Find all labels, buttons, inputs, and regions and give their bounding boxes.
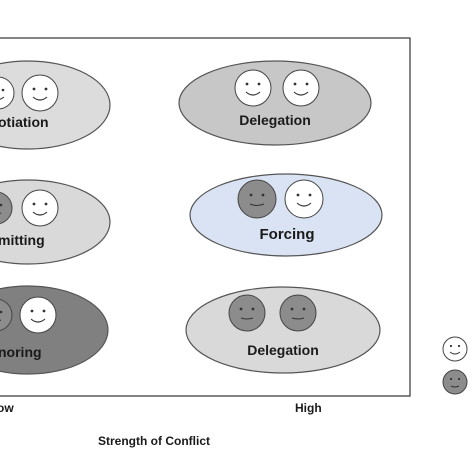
cell-ignoring: noring [0,285,109,375]
cell-ellipse [0,285,109,375]
cell-label: Forcing [260,226,315,243]
cell-delegation-top: Delegation [178,60,372,146]
cell-label: otiation [0,114,49,130]
cell-ellipse [185,286,381,374]
neutral-face-icon [237,179,277,219]
cell-forcing: Forcing [189,173,383,257]
x-axis-title: Strength of Conflict [98,434,210,448]
cell-delegation-bottom: Delegation [185,286,381,374]
happy-face-icon [21,74,59,112]
cell-label: Delegation [239,112,311,128]
legend [442,336,468,395]
neutral-face-icon [228,294,266,332]
happy-face-icon [284,179,324,219]
neutral-face-icon [0,191,13,225]
diagram-frame [0,37,411,397]
x-axis-high-label: High [295,401,322,415]
neutral-face-icon [279,294,317,332]
cell-negotiation: otiation [0,60,111,150]
x-axis-low-label: ow [0,401,14,415]
cell-label: Delegation [247,342,319,358]
neutral-face-icon [0,298,13,332]
cell-ellipse [189,173,383,257]
happy-face-icon [0,76,15,110]
cell-ellipse [0,179,111,265]
cell-ellipse [178,60,372,146]
happy-face-icon [19,296,57,334]
cell-label: noring [0,344,42,360]
happy-face-icon [282,69,320,107]
happy-face-icon [234,69,272,107]
neutral-face-icon [442,369,468,395]
happy-face-icon [21,189,59,227]
cell-compromising: mitting [0,179,111,265]
happy-face-icon [442,336,468,362]
cell-label: mitting [0,232,45,248]
cell-ellipse [0,60,111,150]
